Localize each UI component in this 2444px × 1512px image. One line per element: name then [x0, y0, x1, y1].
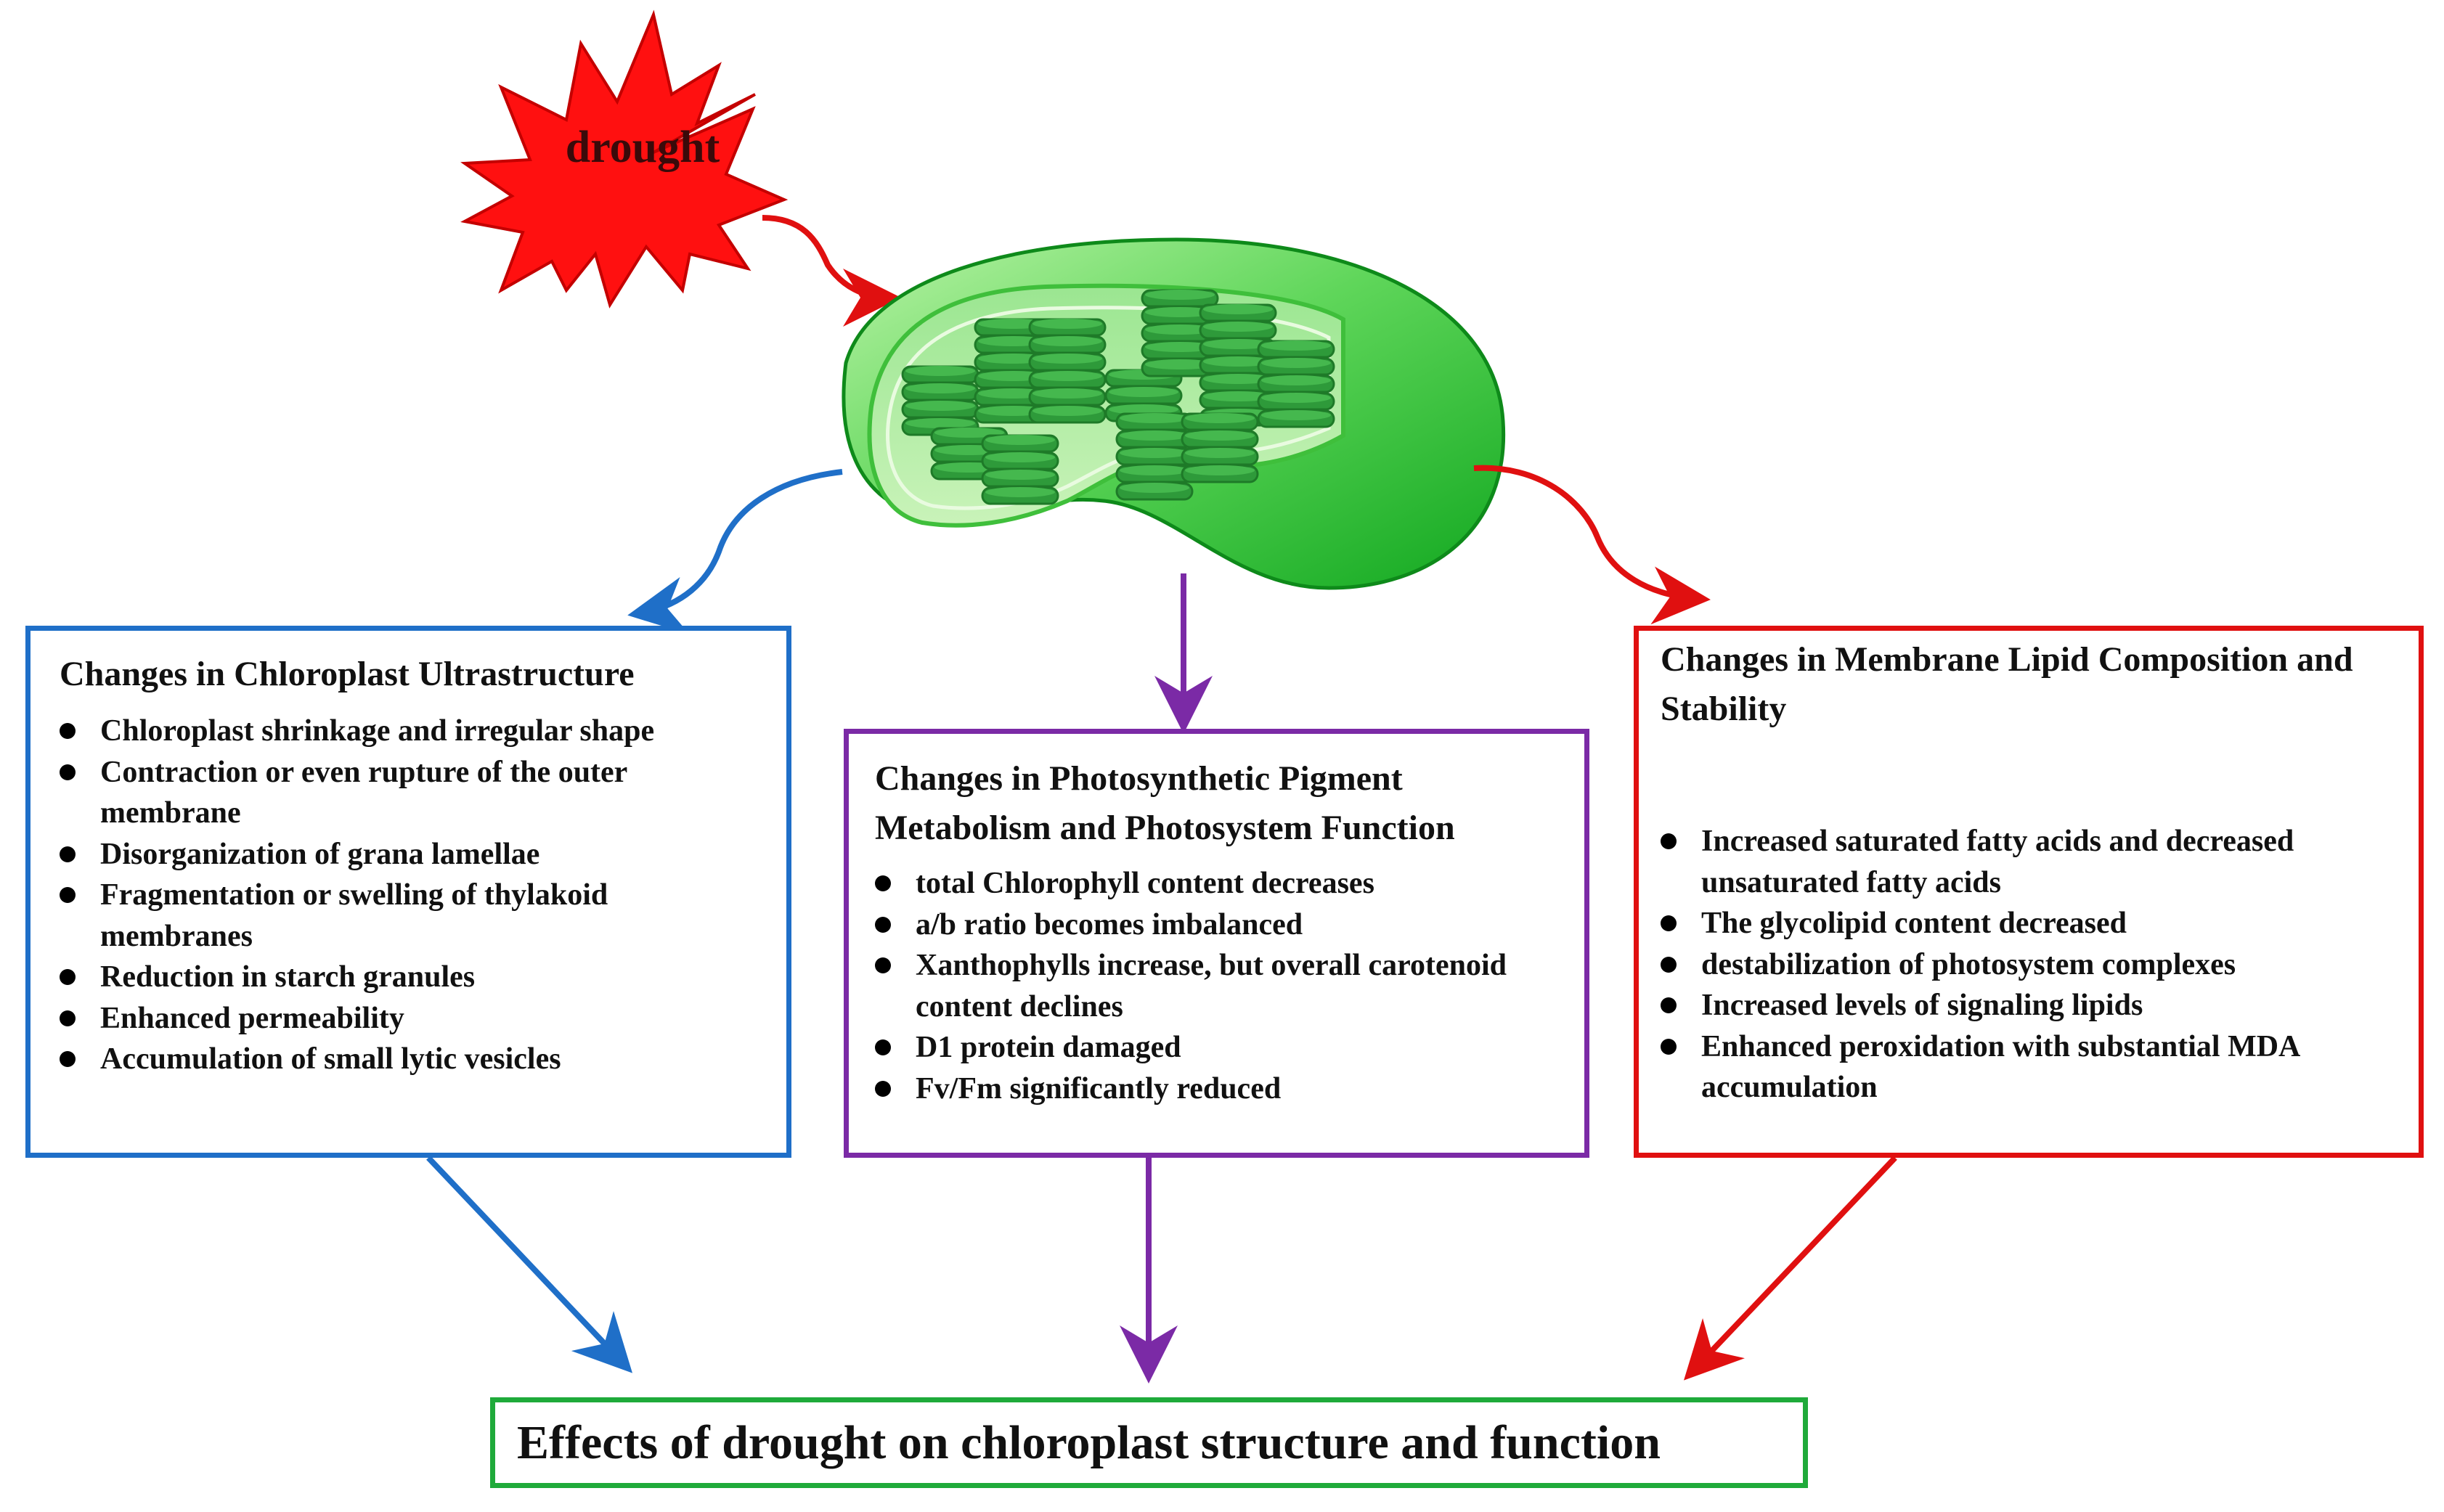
- thylakoid-disc-top: [1185, 465, 1255, 475]
- list-item: destabilization of photosystem complexes: [1661, 944, 2397, 986]
- conclusion-box: Effects of drought on chloroplast struct…: [490, 1397, 1808, 1488]
- thylakoid-disc-top: [985, 487, 1055, 497]
- thylakoid-disc-top: [1203, 304, 1273, 314]
- thylakoid-disc-top: [934, 428, 1004, 438]
- chloroplast-to-ultrastructure-arrow: [627, 469, 843, 634]
- pigment-list: total Chlorophyll content decreases a/b …: [875, 863, 1563, 1109]
- list-item: Accumulation of small lytic vesicles: [60, 1039, 765, 1080]
- ultrastructure-to-conclusion-arrow: [426, 1156, 633, 1373]
- lipid-list: Increased saturated fatty acids and decr…: [1661, 821, 2397, 1108]
- thylakoid-disc-top: [1032, 406, 1102, 416]
- thylakoid-disc-top: [985, 452, 1055, 462]
- thylakoid-disc-top: [1145, 359, 1215, 369]
- chloroplast-to-lipid-arrow: [1473, 465, 1711, 625]
- list-item: Fragmentation or swelling of thylakoid m…: [60, 875, 765, 957]
- drought-to-chloroplast-arrow: [762, 215, 901, 327]
- list-item: Fv/Fm significantly reduced: [875, 1068, 1563, 1110]
- thylakoid-disc-top: [1120, 465, 1189, 475]
- thylakoid-disc-top: [1203, 374, 1273, 384]
- pigment-box: Changes in Photosynthetic Pigment Metabo…: [844, 729, 1589, 1158]
- thylakoid-disc-top: [1145, 290, 1215, 300]
- thylakoid-disc-top: [1145, 324, 1215, 335]
- thylakoid-disc-top: [1120, 413, 1189, 423]
- list-item: Xanthophylls increase, but overall carot…: [875, 945, 1563, 1027]
- list-item: Chloroplast shrinkage and irregular shap…: [60, 711, 765, 752]
- list-item: Enhanced permeability: [60, 998, 765, 1039]
- lipid-title: Changes in Membrane Lipid Composition an…: [1661, 640, 2353, 728]
- list-item: a/b ratio becomes imbalanced: [875, 904, 1563, 946]
- list-item: Increased levels of signaling lipids: [1661, 985, 2397, 1026]
- thylakoid-disc-top: [905, 383, 975, 393]
- thylakoid-disc-top: [1203, 322, 1273, 332]
- conclusion-label: Effects of drought on chloroplast struct…: [517, 1415, 1661, 1469]
- thylakoid-disc-top: [1145, 307, 1215, 317]
- thylakoid-disc-top: [1261, 393, 1331, 403]
- thylakoid-disc-top: [905, 366, 975, 376]
- drought-label: drought: [565, 123, 720, 172]
- thylakoid-disc-top: [1032, 336, 1102, 346]
- thylakoid-disc-top: [1120, 430, 1189, 441]
- thylakoid-disc-top: [1185, 430, 1255, 441]
- thylakoid-disc-top: [1120, 448, 1189, 458]
- list-item: D1 protein damaged: [875, 1027, 1563, 1068]
- thylakoid-disc-top: [1203, 339, 1273, 349]
- thylakoid-disc-top: [985, 435, 1055, 445]
- list-item: total Chlorophyll content decreases: [875, 863, 1563, 904]
- pigment-title: Changes in Photosynthetic Pigment Metabo…: [875, 759, 1455, 847]
- list-item: Increased saturated fatty acids and decr…: [1661, 821, 2397, 903]
- thylakoid-disc-top: [1203, 391, 1273, 401]
- thylakoid-disc-top: [985, 470, 1055, 480]
- drought-burst-icon: [460, 9, 789, 308]
- thylakoid-disc-top: [905, 418, 975, 428]
- thylakoid-disc-top: [1109, 387, 1178, 397]
- thylakoid-disc-top: [1032, 319, 1102, 329]
- ultrastructure-title: Changes in Chloroplast Ultrastructure: [60, 655, 635, 693]
- thylakoid-disc-top: [1203, 356, 1273, 367]
- chloroplast-icon: [842, 237, 1506, 590]
- list-item: The glycolipid content decreased: [1661, 903, 2397, 944]
- thylakoid-disc-top: [1032, 388, 1102, 399]
- thylakoid-disc-top: [1185, 413, 1255, 423]
- thylakoid-disc-top: [1185, 448, 1255, 458]
- thylakoid-disc-top: [1261, 375, 1331, 385]
- thylakoid-disc-top: [1261, 410, 1331, 420]
- thylakoid-disc-top: [1261, 358, 1331, 368]
- ultrastructure-list: Chloroplast shrinkage and irregular shap…: [60, 711, 765, 1080]
- ultrastructure-box: Changes in Chloroplast Ultrastructure Ch…: [25, 626, 791, 1158]
- list-item: Reduction in starch granules: [60, 957, 765, 998]
- thylakoid-disc-top: [1145, 342, 1215, 352]
- thylakoid-disc-top: [1261, 340, 1331, 351]
- thylakoid-disc-top: [1109, 404, 1178, 414]
- thylakoid-disc-top: [1032, 371, 1102, 381]
- thylakoid-disc-top: [905, 401, 975, 411]
- thylakoid-disc-top: [1032, 354, 1102, 364]
- lipid-to-conclusion-arrow: [1683, 1156, 1897, 1381]
- lipid-box: Changes in Membrane Lipid Composition an…: [1634, 626, 2424, 1158]
- list-item: Contraction or even rupture of the outer…: [60, 752, 765, 834]
- list-item: Enhanced peroxidation with substantial M…: [1661, 1026, 2397, 1108]
- thylakoid-disc-top: [1120, 483, 1189, 493]
- list-item: Disorganization of grana lamellae: [60, 834, 765, 875]
